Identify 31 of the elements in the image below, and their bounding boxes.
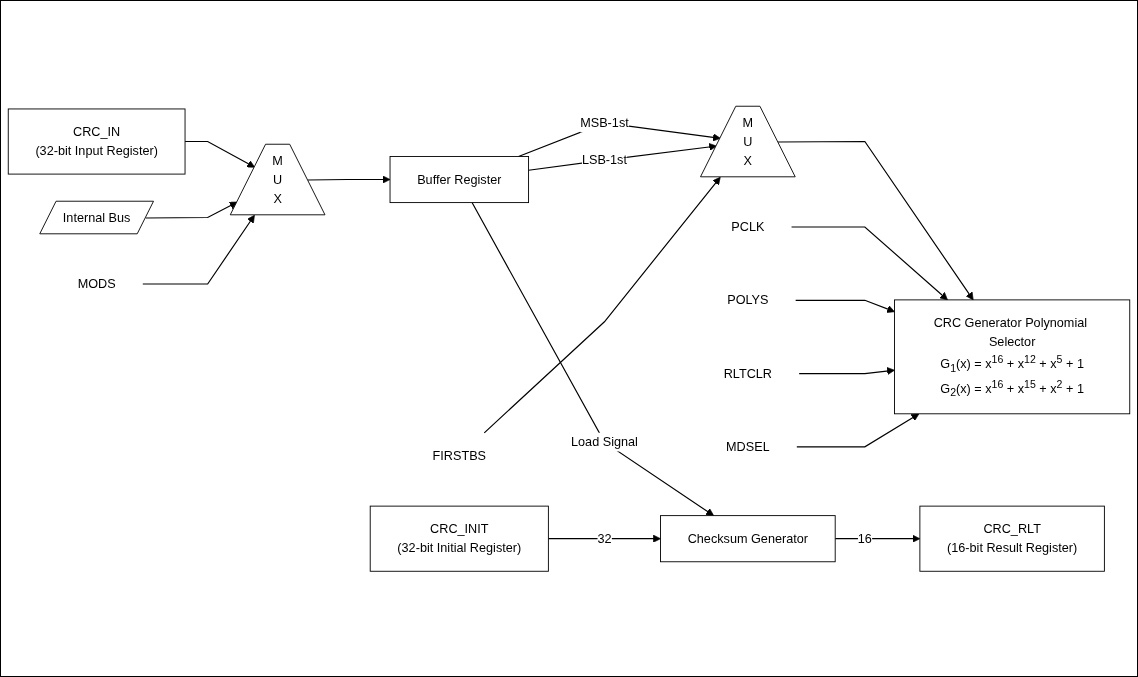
arrow bbox=[145, 201, 238, 219]
node-box: CRC_IN (32-bit Input Register) bbox=[7, 108, 186, 175]
node-text: PCLK bbox=[731, 219, 765, 234]
node-text: FIRSTBS bbox=[432, 447, 487, 463]
arrow bbox=[483, 176, 721, 434]
edge-label: Load Signal bbox=[571, 434, 638, 449]
edge-label: MSB-1st bbox=[580, 115, 629, 130]
node-box: CRC_RLT (16-bit Result Register) bbox=[919, 505, 1105, 572]
node-box: CRC_INIT (32-bit Initial Register) bbox=[369, 505, 549, 572]
node-text: POLYS bbox=[727, 292, 769, 307]
edge-label: 32 bbox=[597, 530, 612, 546]
node-text: RLTCLR bbox=[723, 365, 773, 381]
node-box: Checksum Generator bbox=[660, 514, 836, 562]
node-box: Buffer Register bbox=[389, 155, 529, 203]
node-box: CRC Generator Polynomial Selector G$_{1}$(x) = x$^{16}$ + x$^{12}$ + x$^{5}$ + 1 G$_{2}$(x) = x$^{16}$ + x$^{15}$ + x$^{2}$ + 1 bbox=[894, 299, 1131, 414]
arrow bbox=[798, 366, 895, 375]
arrow bbox=[796, 413, 920, 448]
arrow bbox=[527, 142, 717, 171]
edge-label: LSB-1st bbox=[581, 152, 627, 167]
arrow bbox=[795, 299, 895, 313]
arrow bbox=[471, 201, 714, 516]
arrow bbox=[834, 534, 921, 543]
arrow bbox=[547, 534, 661, 543]
arrow bbox=[307, 175, 391, 184]
node-text: MDSEL bbox=[726, 438, 770, 454]
node-text: MODS bbox=[77, 276, 116, 291]
arrow bbox=[777, 140, 974, 300]
arrow bbox=[142, 214, 255, 285]
arrow bbox=[184, 140, 256, 168]
arrow bbox=[790, 226, 948, 300]
edge-label: 16 bbox=[857, 530, 872, 546]
